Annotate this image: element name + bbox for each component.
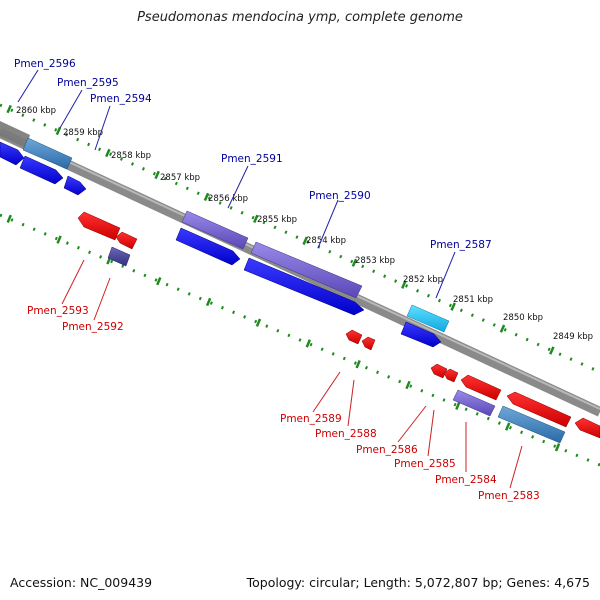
- gene-label-pmen-2594[interactable]: Pmen_2594: [90, 93, 152, 105]
- gene-feature[interactable]: [22, 137, 73, 170]
- forward-gene-labels: Pmen_2596 Pmen_2595 Pmen_2594 Pmen_2591 …: [14, 58, 492, 251]
- scale-label-2850: 2850 kbp: [503, 313, 543, 323]
- gene-feature[interactable]: [181, 210, 249, 250]
- kbp-tick: [305, 339, 312, 348]
- kbp-tick: [105, 148, 111, 158]
- reverse-label-leaders: [61, 259, 523, 489]
- scale-label-2854: 2854 kbp: [306, 236, 346, 246]
- scale-label-2860: 2860 kbp: [16, 106, 56, 116]
- kbp-tick: [203, 192, 210, 202]
- reverse-strand-genes: [77, 211, 600, 444]
- kbp-tick: [156, 276, 162, 286]
- gene-label-pmen-2587[interactable]: Pmen_2587: [430, 239, 492, 251]
- kbp-tick: [499, 324, 506, 333]
- kbp-tick: [549, 346, 555, 355]
- forward-label-leaders: [17, 69, 456, 299]
- gene-label-pmen-2590[interactable]: Pmen_2590: [309, 190, 371, 202]
- gene-label-pmen-2591[interactable]: Pmen_2591: [221, 153, 283, 165]
- gene-label-pmen-2595[interactable]: Pmen_2595: [57, 77, 119, 89]
- gene-feature[interactable]: [175, 227, 241, 266]
- gene-feature[interactable]: [77, 211, 121, 241]
- gene-label-pmen-2585[interactable]: Pmen_2585: [394, 458, 456, 470]
- gene-feature[interactable]: [345, 329, 363, 345]
- scale-label-2852: 2852 kbp: [403, 275, 443, 285]
- kbp-tick: [450, 302, 456, 311]
- gene-feature[interactable]: [0, 141, 25, 166]
- gene-feature[interactable]: [430, 363, 448, 379]
- scale-label-2858: 2858 kbp: [111, 151, 151, 161]
- gene-feature[interactable]: [107, 246, 131, 267]
- accession-text: Accession: NC_009439: [10, 575, 153, 590]
- gene-label-pmen-2586[interactable]: Pmen_2586: [356, 444, 418, 456]
- kbp-tick: [405, 380, 411, 390]
- upper-dotted-guide: [0, 103, 600, 374]
- kbp-tick: [554, 443, 561, 452]
- gene-feature[interactable]: [460, 374, 502, 401]
- genome-summary-text: Topology: circular; Length: 5,072,807 bp…: [246, 575, 590, 590]
- scale-label-2849: 2849 kbp: [553, 332, 593, 342]
- gene-feature[interactable]: [250, 241, 363, 299]
- gene-label-pmen-2584[interactable]: Pmen_2584: [435, 474, 497, 486]
- gene-label-pmen-2593[interactable]: Pmen_2593: [27, 305, 89, 317]
- lower-dotted-guide: [0, 213, 600, 467]
- kbp-tick: [6, 104, 12, 114]
- scale-labels: 2860 kbp 2859 kbp 2858 kbp 2857 kbp 2856…: [16, 106, 593, 342]
- gene-feature[interactable]: [443, 368, 459, 383]
- kbp-tick: [355, 360, 361, 369]
- kbp-tick: [504, 422, 511, 431]
- scale-label-2859: 2859 kbp: [63, 128, 103, 138]
- gene-label-pmen-2583[interactable]: Pmen_2583: [478, 490, 540, 502]
- scale-guides: [0, 103, 600, 467]
- gene-feature[interactable]: [243, 257, 365, 316]
- kbp-tick: [302, 236, 308, 245]
- scale-label-2853: 2853 kbp: [355, 256, 395, 266]
- gene-label-pmen-2588[interactable]: Pmen_2588: [315, 428, 377, 440]
- map-title: Pseudomonas mendocina ymp, complete geno…: [137, 10, 463, 25]
- kbp-tick: [253, 214, 259, 224]
- gene-feature[interactable]: [574, 417, 600, 439]
- reverse-gene-labels: Pmen_2593 Pmen_2592 Pmen_2589 Pmen_2588 …: [27, 305, 540, 502]
- gene-feature[interactable]: [19, 155, 64, 185]
- gene-feature[interactable]: [452, 389, 496, 417]
- gene-feature[interactable]: [115, 231, 138, 250]
- gene-feature[interactable]: [63, 175, 87, 196]
- scale-label-2851: 2851 kbp: [453, 295, 493, 305]
- kbp-tick: [255, 318, 262, 327]
- kbp-tick: [351, 258, 358, 267]
- kbp-tick: [205, 297, 212, 307]
- gene-feature[interactable]: [361, 336, 376, 351]
- kbp-tick: [56, 235, 62, 244]
- gene-feature[interactable]: [506, 391, 572, 428]
- gene-feature[interactable]: [400, 321, 442, 348]
- gene-label-pmen-2589[interactable]: Pmen_2589: [280, 413, 342, 425]
- scale-label-2857: 2857 kbp: [160, 173, 200, 183]
- scale-label-2856: 2856 kbp: [208, 194, 248, 204]
- tick-marks: [6, 104, 561, 452]
- kbp-tick: [401, 280, 407, 289]
- gene-label-pmen-2596[interactable]: Pmen_2596: [14, 58, 76, 70]
- kbp-tick: [6, 214, 12, 224]
- kbp-tick: [455, 401, 461, 410]
- gene-feature[interactable]: [406, 304, 450, 333]
- gene-feature[interactable]: [497, 405, 566, 444]
- kbp-tick: [55, 126, 62, 136]
- kbp-tick: [154, 170, 160, 180]
- scale-label-2855: 2855 kbp: [257, 215, 297, 225]
- forward-strand-genes: [0, 137, 450, 348]
- gene-label-pmen-2592[interactable]: Pmen_2592: [62, 321, 124, 333]
